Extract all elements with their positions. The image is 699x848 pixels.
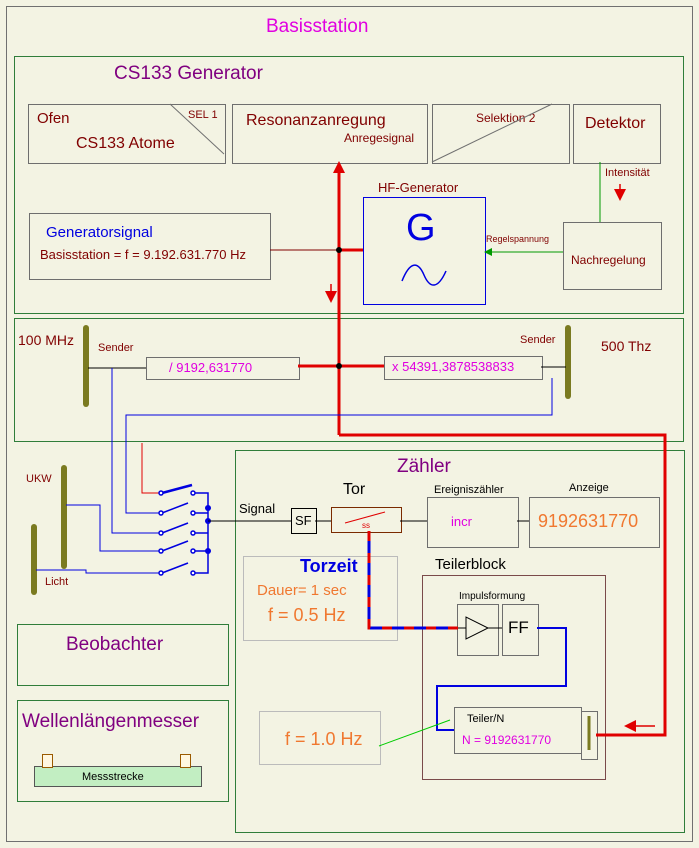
tor-ss-label: ss (362, 521, 370, 530)
beobachter-panel (17, 624, 229, 686)
hf-generator-box (363, 197, 486, 305)
impulsformung-box (457, 604, 499, 656)
ereignis-box (427, 497, 519, 548)
g-symbol: G (406, 207, 436, 249)
nachregelung-label: Nachregelung (571, 253, 646, 267)
intensitaet-label: Intensität (605, 167, 650, 179)
atome-label: CS133 Atome (76, 135, 175, 152)
f-one-label: f = 1.0 Hz (285, 729, 363, 749)
ff-label: FF (508, 618, 529, 637)
messstrecke-marker-right (180, 754, 191, 768)
left-frequency: 100 MHz (18, 332, 75, 348)
ukw-label: UKW (26, 473, 52, 485)
sender-right-label: Sender (520, 334, 556, 346)
zaehler-title: Zähler (397, 456, 451, 477)
teiler-label: Teiler/N (467, 713, 505, 725)
ereignis-label: Ereigniszähler (434, 484, 504, 496)
right-frequency: 500 Thz (601, 338, 652, 354)
torzeit-label: Torzeit (300, 556, 358, 576)
sender-panel (14, 318, 684, 442)
tor-label: Tor (343, 481, 366, 498)
sel1-label: SEL 1 (188, 109, 218, 121)
sender-left-label: Sender (98, 342, 134, 354)
anregesignal-label: Anregesignal (344, 131, 415, 145)
impulsformung-label: Impulsformung (459, 591, 526, 602)
wellen-title: Wellenlängenmesser (22, 711, 200, 732)
multiplier-label: x 54391,3878538833 (392, 359, 515, 374)
licht-label: Licht (45, 576, 69, 588)
teiler-input-box (581, 711, 598, 760)
messstrecke-marker-left (42, 754, 53, 768)
teilerblock-label: Teilerblock (435, 556, 506, 573)
incr-label: incr (451, 514, 472, 529)
sf-label: SF (295, 513, 312, 528)
detektor-box (573, 104, 661, 164)
ofen-label: Ofen (37, 110, 70, 127)
f-half-label: f = 0.5 Hz (268, 605, 346, 625)
messstrecke-label: Messstrecke (82, 771, 144, 783)
dauer-label: Dauer= 1 sec (257, 582, 347, 599)
outer-frame (6, 6, 693, 842)
anzeige-value: 9192631770 (538, 511, 639, 531)
selektion2-label: Selektion 2 (476, 111, 536, 125)
generatorsignal-label: Generatorsignal (46, 224, 153, 241)
nachregelung-box (563, 222, 662, 290)
messstrecke-bar (34, 766, 202, 787)
anzeige-label: Anzeige (569, 482, 609, 494)
generator-title: CS133 Generator (114, 63, 263, 84)
resonanz-box (232, 104, 428, 164)
regelspannung-label: Regelspannung (486, 234, 550, 244)
generatorsignal-box (29, 213, 271, 280)
teiler-n-label: N = 9192631770 (462, 733, 552, 747)
divider-label: / 9192,631770 (169, 360, 253, 375)
multiplier-box (384, 356, 543, 380)
signal-label: Signal (239, 501, 276, 516)
hf-generator-label: HF-Generator (378, 180, 459, 195)
resonanz-label: Resonanzanregung (246, 112, 386, 129)
basis-frequency: Basisstation = f = 9.192.631.770 Hz (40, 247, 246, 262)
beobachter-label: Beobachter (66, 634, 164, 655)
page-title: Basisstation (266, 16, 369, 37)
detektor-label: Detektor (585, 115, 646, 132)
